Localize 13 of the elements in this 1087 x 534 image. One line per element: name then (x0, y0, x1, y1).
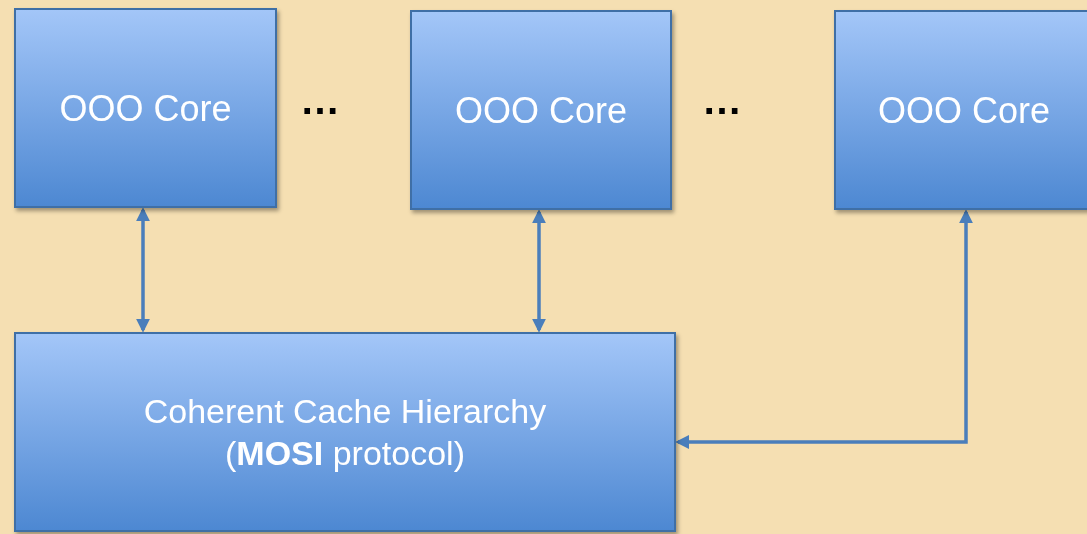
double-arrow (675, 209, 973, 449)
double-arrow (532, 209, 546, 333)
box-label: OOO Core (454, 88, 627, 133)
double-arrow (136, 207, 150, 333)
ellipsis: … (702, 80, 742, 120)
box-label: OOO Core (59, 86, 232, 131)
ellipsis: … (300, 80, 340, 120)
box-label: Coherent Cache Hierarchy (MOSI protocol) (142, 390, 548, 474)
process-box (834, 10, 1087, 210)
box-label: OOO Core (877, 88, 1050, 133)
process-box (14, 332, 676, 532)
process-box (410, 10, 672, 210)
process-box (14, 8, 277, 208)
